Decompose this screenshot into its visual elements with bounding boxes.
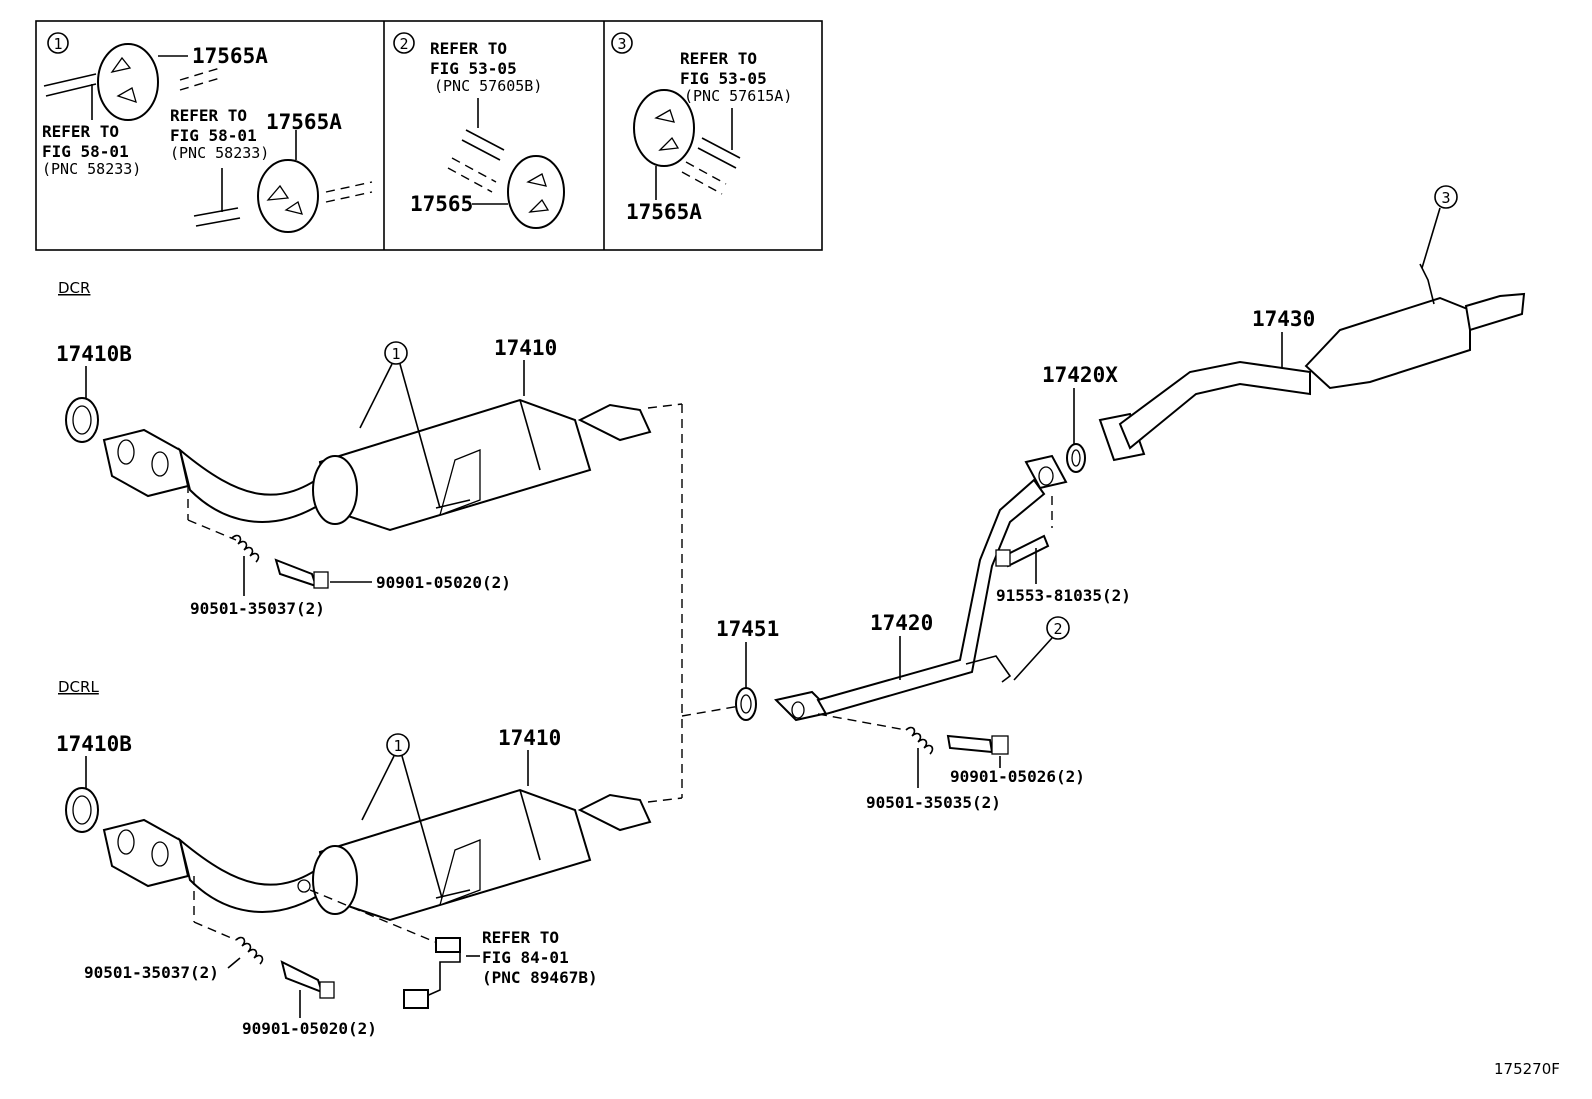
- inset-1-ref-a-line2: FIG 58-01: [42, 142, 129, 161]
- rubber-hanger-icon: [633, 89, 695, 167]
- rubber-hanger-icon: [507, 155, 565, 229]
- center-pipe-assembly: 17451 17420 2 90501-35035(2) 90901-05026…: [716, 454, 1085, 812]
- center-callout-number: 2: [1053, 620, 1062, 638]
- dcr-assembly: DCR 17410B 1 17410 90901-05020(2) 90501-…: [56, 279, 652, 618]
- inset-2-ref-line1: REFER TO: [430, 39, 507, 58]
- figure-id: 175270F: [1494, 1060, 1560, 1078]
- tail-pipe-icon: [1118, 360, 1311, 450]
- dcrl-gasket-label: 17410B: [56, 732, 132, 756]
- center-ring-label: 17451: [716, 617, 779, 641]
- dcr-front-pipe-label: 17410: [494, 336, 557, 360]
- spring-icon: [231, 534, 260, 563]
- flange-icon: [102, 428, 190, 498]
- inset-1-ref-a-line1: REFER TO: [42, 122, 119, 141]
- dcrl-callout-number: 1: [393, 737, 402, 755]
- tail-bolt-label: 91553-81035(2): [996, 586, 1131, 605]
- dcr-spring-label: 90501-35037(2): [190, 599, 325, 618]
- inset-1-ref-b-line3: (PNC 58233): [170, 144, 269, 162]
- dcr-callout-number: 1: [391, 345, 400, 363]
- center-pipe-icon: [816, 478, 1046, 716]
- rubber-hanger-icon: [257, 159, 319, 233]
- inset-3-ref-line2: FIG 53-05: [680, 69, 767, 88]
- front-pipe-icon: [178, 837, 331, 913]
- spring-icon: [235, 936, 264, 965]
- inset-1-ref-a-line3: (PNC 58233): [42, 160, 141, 178]
- dcr-gasket-label: 17410B: [56, 342, 132, 366]
- dcrl-front-pipe-label: 17410: [498, 726, 561, 750]
- bolt-icon: [946, 734, 994, 754]
- inset-1-label-a: 17565A: [192, 44, 268, 68]
- inset-2: 2 REFER TO FIG 53-05 (PNC 57605B) 17565: [393, 32, 565, 229]
- inset-1-ref-b-line1: REFER TO: [170, 106, 247, 125]
- dcrl-sensor-ref-line2: FIG 84-01: [482, 948, 569, 967]
- dcrl-assembly: DCRL 17410B 1 17410 REFER TO FIG 84-01 (…: [56, 678, 652, 1038]
- center-pipe-label: 17420: [870, 611, 933, 635]
- rubber-hanger-icon: [97, 43, 159, 121]
- inset-panel: 1 17565A REFER TO FIG 58-01 (PNC 58233) …: [35, 20, 823, 251]
- dcr-bolt-label: 90901-05020(2): [376, 573, 511, 592]
- inset-3-label: 17565A: [626, 200, 702, 224]
- inset-2-ref-line2: FIG 53-05: [430, 59, 517, 78]
- center-spring-label: 90501-35035(2): [866, 793, 1001, 812]
- variant-label-dcrl: DCRL: [58, 678, 99, 696]
- variant-label-dcr: DCR: [58, 279, 90, 297]
- tail-pipe-assembly: 17420X 3 17430 91553-81035(2): [995, 185, 1526, 605]
- front-pipe-icon: [178, 447, 331, 523]
- connection-guide: [647, 403, 741, 803]
- inset-2-number: 2: [399, 35, 408, 53]
- spring-icon: [905, 726, 934, 755]
- inset-2-label: 17565: [410, 192, 473, 216]
- muffler-label: 17430: [1252, 307, 1315, 331]
- dcrl-bolt-label: 90901-05020(2): [242, 1019, 377, 1038]
- sensor-port-icon: [297, 879, 311, 893]
- dcrl-sensor-ref-line3: (PNC 89467B): [482, 968, 598, 987]
- inset-3-ref-line1: REFER TO: [680, 49, 757, 68]
- dcrl-spring-label: 90501-35037(2): [84, 963, 219, 982]
- tail-gasket-label: 17420X: [1042, 363, 1118, 387]
- inset-1-number: 1: [53, 35, 62, 53]
- inset-3-ref-line3: (PNC 57615A): [684, 87, 792, 105]
- inset-3-number: 3: [617, 35, 626, 53]
- inset-3: 3 REFER TO FIG 53-05 (PNC 57615A) 17565A: [611, 32, 792, 224]
- oxygen-sensor-icon: [435, 937, 461, 953]
- flange-icon: [102, 818, 190, 888]
- bolt-icon: [280, 960, 324, 994]
- bolt-icon: [274, 558, 318, 588]
- muffler-icon: [1304, 296, 1471, 390]
- inset-1: 1 17565A REFER TO FIG 58-01 (PNC 58233) …: [42, 32, 373, 233]
- dcrl-sensor-ref-line1: REFER TO: [482, 928, 559, 947]
- center-bolt-label: 90901-05026(2): [950, 767, 1085, 786]
- inset-2-ref-line3: (PNC 57605B): [434, 77, 542, 95]
- tail-callout-number: 3: [1441, 189, 1450, 207]
- inset-1-ref-b-line2: FIG 58-01: [170, 126, 257, 145]
- inset-1-label-b: 17565A: [266, 110, 342, 134]
